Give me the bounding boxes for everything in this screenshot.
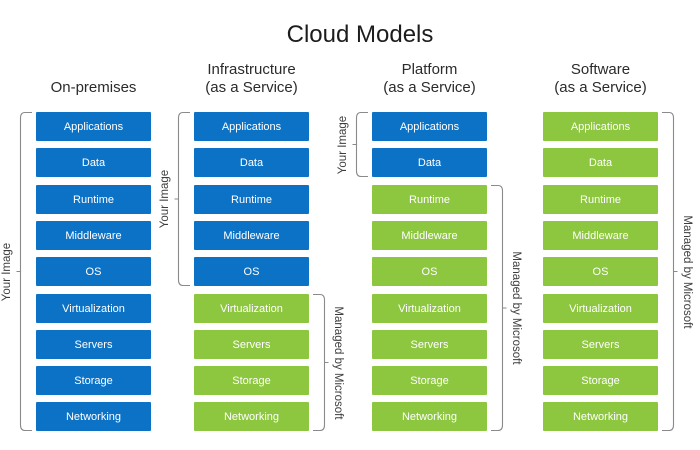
layer-box-runtime: Runtime xyxy=(36,185,151,214)
layer-box-servers: Servers xyxy=(36,330,151,359)
layer-label: Applications xyxy=(570,120,631,133)
layer-label: Applications xyxy=(399,120,460,133)
layer-box-runtime: Runtime xyxy=(543,185,658,214)
layer-box-os: OS xyxy=(543,257,658,286)
layer-label: Networking xyxy=(65,410,122,423)
layer-label: OS xyxy=(421,265,438,278)
layer-label: Servers xyxy=(232,338,271,351)
layer-label: Servers xyxy=(74,338,113,351)
layer-box-servers: Servers xyxy=(372,330,487,359)
layer-label: Middleware xyxy=(572,229,629,242)
column-header-iaas: Infrastructure(as a Service) xyxy=(167,57,337,97)
layer-label: Data xyxy=(588,156,613,169)
layer-box-os: OS xyxy=(372,257,487,286)
your-image-label: Your Image xyxy=(337,115,349,174)
header-line: (as a Service) xyxy=(554,79,647,96)
layer-label: Data xyxy=(417,156,442,169)
layer-label: Middleware xyxy=(401,229,458,242)
layer-label: Virtualization xyxy=(62,302,125,315)
layer-box-runtime: Runtime xyxy=(372,185,487,214)
layer-box-data: Data xyxy=(36,148,151,177)
layer-label: Servers xyxy=(581,338,620,351)
layer-box-applications: Applications xyxy=(36,112,151,141)
header-line: Software xyxy=(570,61,631,78)
layer-label: OS xyxy=(85,265,102,278)
your-image-bracket xyxy=(352,111,368,178)
layer-box-os: OS xyxy=(194,257,309,286)
column-header-paas: Platform(as a Service) xyxy=(345,57,515,97)
layer-label: Middleware xyxy=(65,229,122,242)
layer-label: OS xyxy=(592,265,609,278)
your-image-label: Your Image xyxy=(1,242,13,301)
layer-box-middleware: Middleware xyxy=(36,221,151,250)
your-image-bracket xyxy=(16,111,32,432)
layer-box-virtualization: Virtualization xyxy=(36,294,151,323)
layer-box-middleware: Middleware xyxy=(372,221,487,250)
layer-box-applications: Applications xyxy=(194,112,309,141)
layer-box-servers: Servers xyxy=(194,330,309,359)
managed-by-microsoft-label: Managed by Microsoft xyxy=(332,305,344,420)
layer-label: Networking xyxy=(223,410,280,423)
column-header-on-premises: On-premises xyxy=(9,57,179,97)
managed-by-microsoft-label: Managed by Microsoft xyxy=(681,214,693,329)
layer-box-virtualization: Virtualization xyxy=(543,294,658,323)
layer-label: Virtualization xyxy=(569,302,632,315)
layer-label: Storage xyxy=(232,374,271,387)
layer-label: Virtualization xyxy=(220,302,283,315)
layer-label: Middleware xyxy=(223,229,280,242)
layer-label: Storage xyxy=(581,374,620,387)
header-line: (as a Service) xyxy=(383,79,476,96)
layer-label: Applications xyxy=(221,120,282,133)
managed-by-microsoft-bracket xyxy=(491,184,507,432)
layer-box-applications: Applications xyxy=(372,112,487,141)
layer-box-storage: Storage xyxy=(36,366,151,395)
layer-label: Storage xyxy=(74,374,113,387)
layer-box-applications: Applications xyxy=(543,112,658,141)
header-line: Platform xyxy=(401,61,458,78)
layer-box-middleware: Middleware xyxy=(194,221,309,250)
layer-label: Data xyxy=(239,156,264,169)
layer-label: Networking xyxy=(572,410,629,423)
managed-by-microsoft-bracket xyxy=(313,293,329,432)
layer-label: OS xyxy=(243,265,260,278)
layer-box-virtualization: Virtualization xyxy=(372,294,487,323)
layer-label: Storage xyxy=(410,374,449,387)
header-line: (as a Service) xyxy=(205,79,298,96)
layer-box-data: Data xyxy=(543,148,658,177)
layer-box-networking: Networking xyxy=(372,402,487,431)
header-line: On-premises xyxy=(50,79,137,96)
layer-box-networking: Networking xyxy=(36,402,151,431)
layer-label: Runtime xyxy=(73,193,114,206)
layer-label: Servers xyxy=(410,338,449,351)
layer-label: Runtime xyxy=(231,193,272,206)
layer-label: Runtime xyxy=(580,193,621,206)
managed-by-microsoft-label: Managed by Microsoft xyxy=(510,251,522,365)
layer-label: Networking xyxy=(401,410,458,423)
layer-box-storage: Storage xyxy=(194,366,309,395)
your-image-bracket xyxy=(174,111,190,287)
layer-label: Runtime xyxy=(409,193,450,206)
layer-label: Applications xyxy=(63,120,124,133)
layer-box-virtualization: Virtualization xyxy=(194,294,309,323)
layer-box-middleware: Middleware xyxy=(543,221,658,250)
layer-box-networking: Networking xyxy=(194,402,309,431)
layer-label: Data xyxy=(81,156,106,169)
layer-box-storage: Storage xyxy=(372,366,487,395)
layer-box-data: Data xyxy=(194,148,309,177)
layer-box-os: OS xyxy=(36,257,151,286)
header-line: Infrastructure xyxy=(207,61,296,78)
layer-box-servers: Servers xyxy=(543,330,658,359)
layer-label: Virtualization xyxy=(398,302,461,315)
layer-box-networking: Networking xyxy=(543,402,658,431)
layer-box-data: Data xyxy=(372,148,487,177)
column-header-saas: Software(as a Service) xyxy=(516,57,686,97)
managed-by-microsoft-bracket xyxy=(662,111,678,432)
diagram-title: Cloud Models xyxy=(286,21,434,48)
your-image-label: Your Image xyxy=(159,169,171,229)
layer-box-storage: Storage xyxy=(543,366,658,395)
layer-box-runtime: Runtime xyxy=(194,185,309,214)
